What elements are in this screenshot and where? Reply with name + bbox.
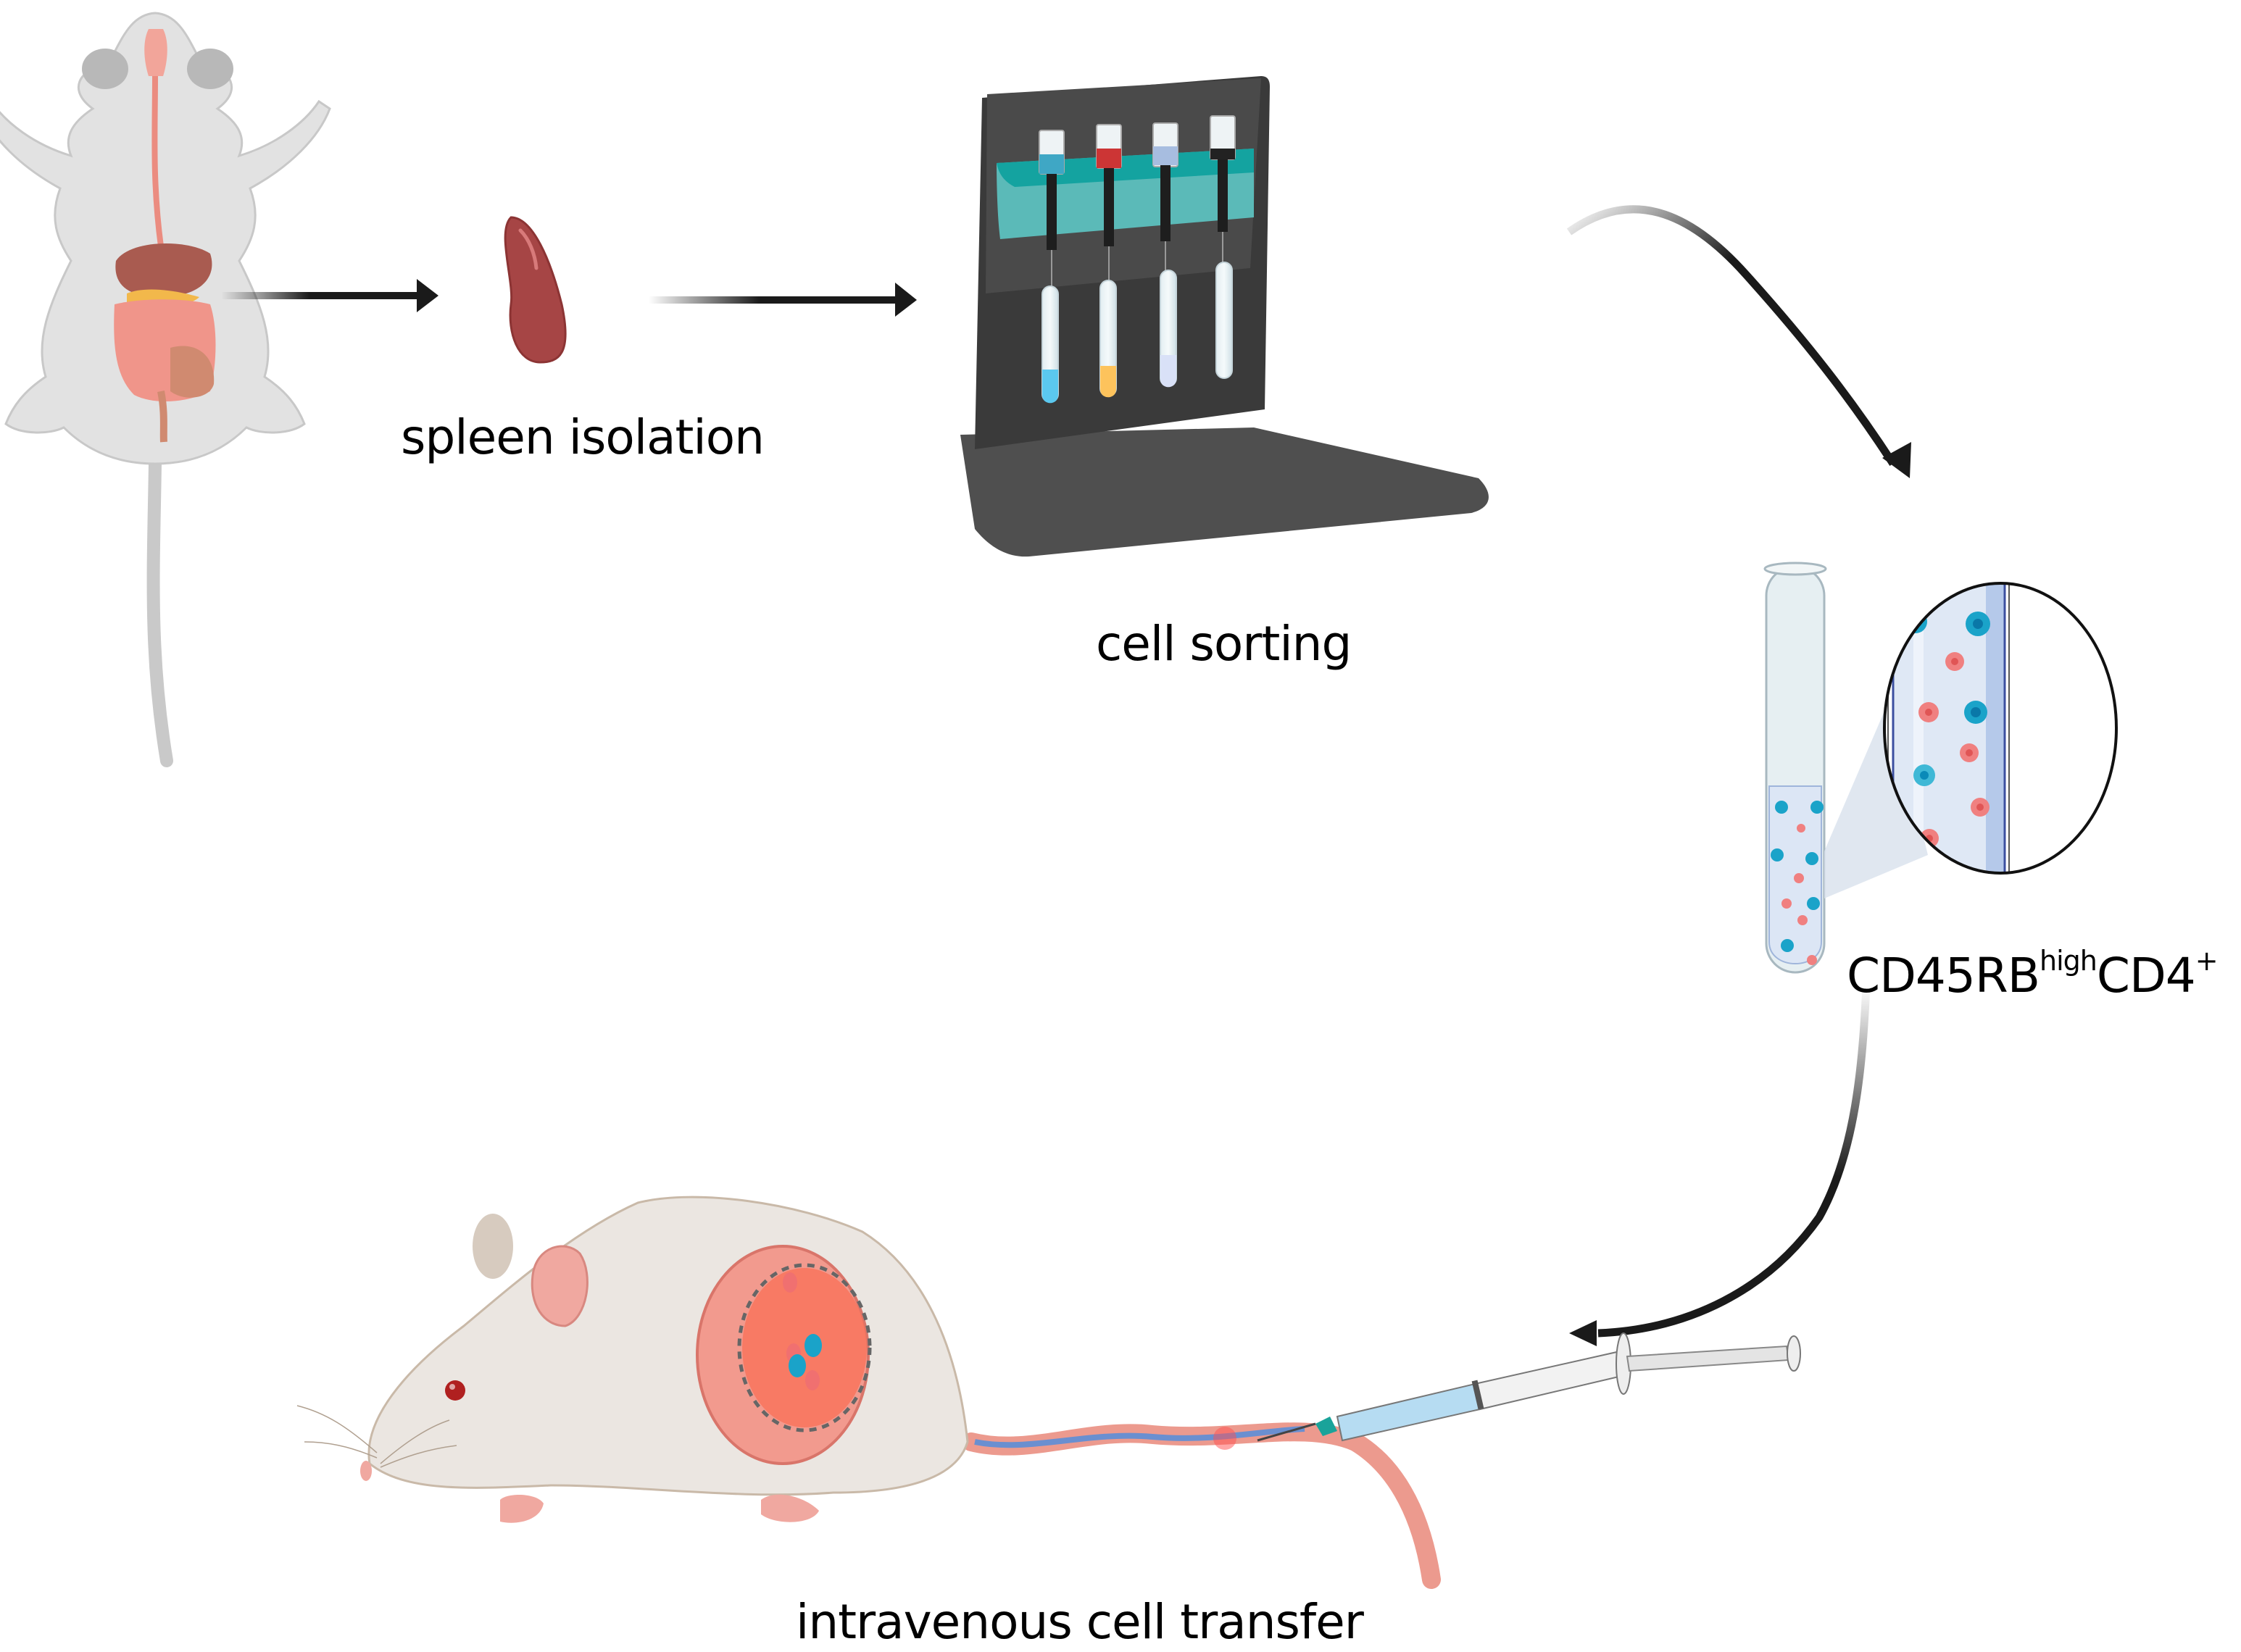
mouse-mouth	[144, 29, 167, 76]
collection-tube	[1041, 285, 1059, 404]
injection-site	[1213, 1427, 1236, 1450]
magnifier-beam	[1824, 699, 1928, 898]
test-tube-cells-icon	[1763, 562, 2118, 974]
syringe-holder-top	[997, 149, 1254, 187]
colon	[157, 391, 167, 443]
population-marker-2: CD4	[2096, 948, 2196, 1004]
recipient-mouse-syringe-icon	[296, 1196, 1801, 1589]
esophagus	[151, 75, 164, 247]
mouse-tail	[146, 457, 173, 767]
recipient-tail	[962, 1422, 1441, 1589]
collection-tube	[1160, 270, 1177, 388]
liver	[115, 243, 212, 297]
population-marker-1-level: high	[2040, 945, 2097, 977]
population-marker-1: CD45RB	[1847, 948, 2040, 1004]
sorter-syringe	[1039, 130, 1065, 290]
recipient-nose	[360, 1461, 372, 1481]
mouse-body	[0, 12, 331, 465]
syringe-plunger	[1626, 1345, 1790, 1372]
transferred-cell	[804, 1334, 822, 1357]
inflamed-intestine	[696, 1245, 872, 1465]
arrow-spleen-to-sorter	[649, 283, 917, 317]
step-label-cell-sorting: cell sorting	[1096, 616, 1352, 672]
recipient-front-paw	[500, 1495, 544, 1523]
recipient-body	[367, 1196, 969, 1496]
mouse-ear-left	[82, 49, 128, 89]
syringe-icon	[1257, 1332, 1801, 1442]
arrow-sorter-to-population	[1566, 205, 1911, 478]
population-marker-2-level: +	[2195, 945, 2219, 977]
dissected-mouse-icon	[0, 12, 331, 767]
tail-vein	[974, 1426, 1305, 1448]
cell-sorter-rack-icon	[960, 76, 1489, 557]
collection-tube	[1215, 262, 1233, 379]
arrow-donor-to-spleen	[221, 279, 438, 312]
recipient-hind-paw	[761, 1494, 819, 1522]
step-label-intravenous-transfer: intravenous cell transfer	[796, 1594, 1364, 1650]
arrow-population-to-transfer	[1569, 985, 1871, 1346]
tube-cells	[1771, 801, 1824, 965]
syringe-barrel-liquid	[1336, 1382, 1481, 1442]
step-label-spleen-isolation: spleen isolation	[401, 409, 765, 465]
recipient-ear	[531, 1245, 589, 1327]
sorter-syringe	[1096, 124, 1122, 286]
mouse-ear-right	[187, 49, 233, 89]
whiskers	[296, 1405, 457, 1468]
transferred-cell	[789, 1354, 806, 1377]
sorter-syringe	[1152, 122, 1178, 281]
step-label-cell-population: CD45RBhighCD4+	[1847, 945, 2219, 1004]
recipient-eye	[445, 1380, 465, 1401]
recipient-ear-back	[473, 1214, 513, 1279]
rack-base	[960, 427, 1489, 557]
spleen-icon	[504, 216, 567, 364]
cecum	[170, 346, 215, 398]
syringe-barrel-empty	[1473, 1350, 1626, 1411]
collection-tube	[1099, 280, 1117, 398]
